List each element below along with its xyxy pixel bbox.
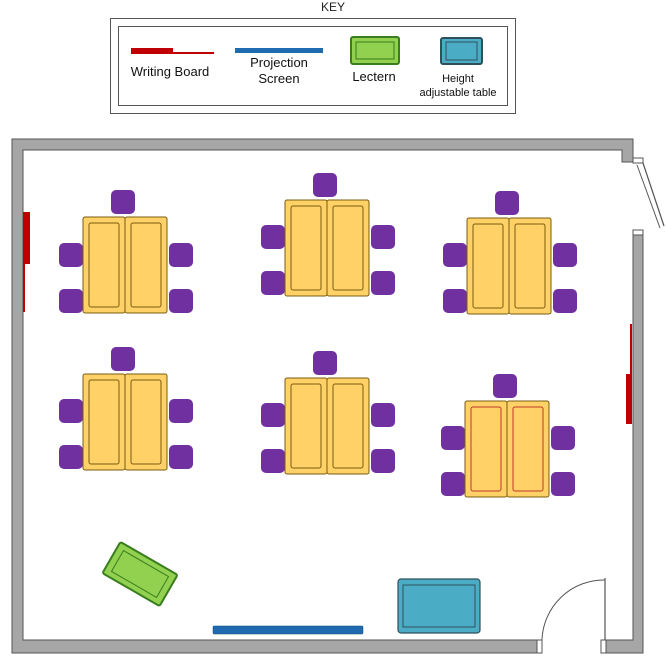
lectern-body	[102, 541, 178, 607]
lectern	[102, 541, 178, 607]
desk-cluster-2	[261, 173, 395, 297]
writing-board-right-strip	[630, 324, 632, 424]
chair	[495, 191, 519, 215]
key-label-projection-screen: Projection Screen	[234, 55, 324, 87]
chair	[169, 445, 193, 469]
chair	[59, 445, 83, 469]
chair	[551, 426, 575, 450]
desk-inner	[514, 223, 546, 309]
writing-board-right	[626, 374, 632, 424]
writing-boards	[23, 212, 632, 424]
key-label-writing-board: Writing Board	[130, 64, 210, 79]
key-label-height-adjustable-table: Height adjustable table	[410, 72, 506, 100]
chair	[313, 173, 337, 197]
chair	[111, 190, 135, 214]
chair	[59, 289, 83, 313]
key-projection-screen-icon	[235, 48, 323, 53]
key-lectern-inner-icon	[355, 41, 395, 60]
wall-right-lower	[604, 230, 644, 654]
projection-screen	[212, 625, 364, 635]
chair	[261, 271, 285, 295]
adjustable-table-body	[397, 578, 481, 634]
chair	[261, 449, 285, 473]
chair	[371, 449, 395, 473]
desk-cluster-5	[261, 351, 395, 475]
chair	[261, 225, 285, 249]
door-jamb-top	[632, 157, 644, 164]
key-label-height-line2: adjustable table	[419, 87, 497, 99]
desk-cluster-6	[441, 374, 575, 498]
desk	[124, 373, 168, 471]
chair	[111, 347, 135, 371]
desk-inner	[332, 205, 364, 291]
desk-inner	[130, 222, 162, 308]
desk-inner	[290, 383, 322, 469]
key-legend	[110, 18, 516, 114]
desk	[326, 377, 370, 475]
desk-inner	[472, 223, 504, 309]
door-jamb-right	[600, 639, 607, 654]
chair	[441, 472, 465, 496]
desk-cluster-1	[59, 190, 193, 314]
chair	[371, 225, 395, 249]
key-title: KEY	[320, 0, 345, 14]
desk-inner	[290, 205, 322, 291]
height-adjustable-table	[397, 578, 481, 634]
desk-inner	[512, 406, 544, 492]
writing-board-left-strip	[23, 212, 25, 312]
chair	[313, 351, 337, 375]
chair	[59, 243, 83, 267]
key-legend-inner	[118, 26, 508, 106]
key-label-height-line1: Height	[442, 73, 474, 85]
key-label-projection-line2: Screen	[258, 71, 300, 86]
chair	[553, 289, 577, 313]
desk-cluster-3	[443, 191, 577, 315]
desk-inner	[88, 379, 120, 465]
key-label-projection-line1: Projection	[250, 55, 308, 70]
door-right-leaf-edge	[636, 164, 661, 229]
writing-board-left	[24, 212, 30, 264]
lectern-inner	[110, 549, 170, 599]
chair	[169, 243, 193, 267]
desk	[508, 217, 552, 315]
key-symbols	[131, 36, 483, 65]
desk-inner	[130, 379, 162, 465]
desk	[326, 199, 370, 297]
room-walls	[11, 138, 665, 654]
chair	[551, 472, 575, 496]
chair	[443, 289, 467, 313]
desk-inner	[470, 406, 502, 492]
door-jamb-bottom	[632, 229, 644, 236]
key-adjustable-table-inner-icon	[445, 41, 478, 61]
door-right-leaf	[642, 162, 665, 227]
chair	[443, 243, 467, 267]
chair	[371, 403, 395, 427]
desk-inner	[332, 383, 364, 469]
desk-cluster-4	[59, 347, 193, 471]
door-bottom-swing	[541, 579, 606, 641]
desk	[124, 216, 168, 314]
desk-inner	[88, 222, 120, 308]
chair	[261, 403, 285, 427]
chair	[169, 399, 193, 423]
key-label-lectern: Lectern	[352, 69, 396, 84]
chair	[493, 374, 517, 398]
adjustable-table-inner	[402, 584, 476, 628]
chair	[553, 243, 577, 267]
chair	[371, 271, 395, 295]
key-writing-board-icon	[131, 48, 173, 52]
desk	[506, 400, 550, 498]
door-jamb-left	[536, 639, 543, 654]
key-lectern-icon	[350, 36, 400, 65]
chair	[169, 289, 193, 313]
chair	[59, 399, 83, 423]
chair	[441, 426, 465, 450]
key-writing-board-line-icon	[131, 52, 214, 54]
key-adjustable-table-icon	[440, 37, 483, 65]
